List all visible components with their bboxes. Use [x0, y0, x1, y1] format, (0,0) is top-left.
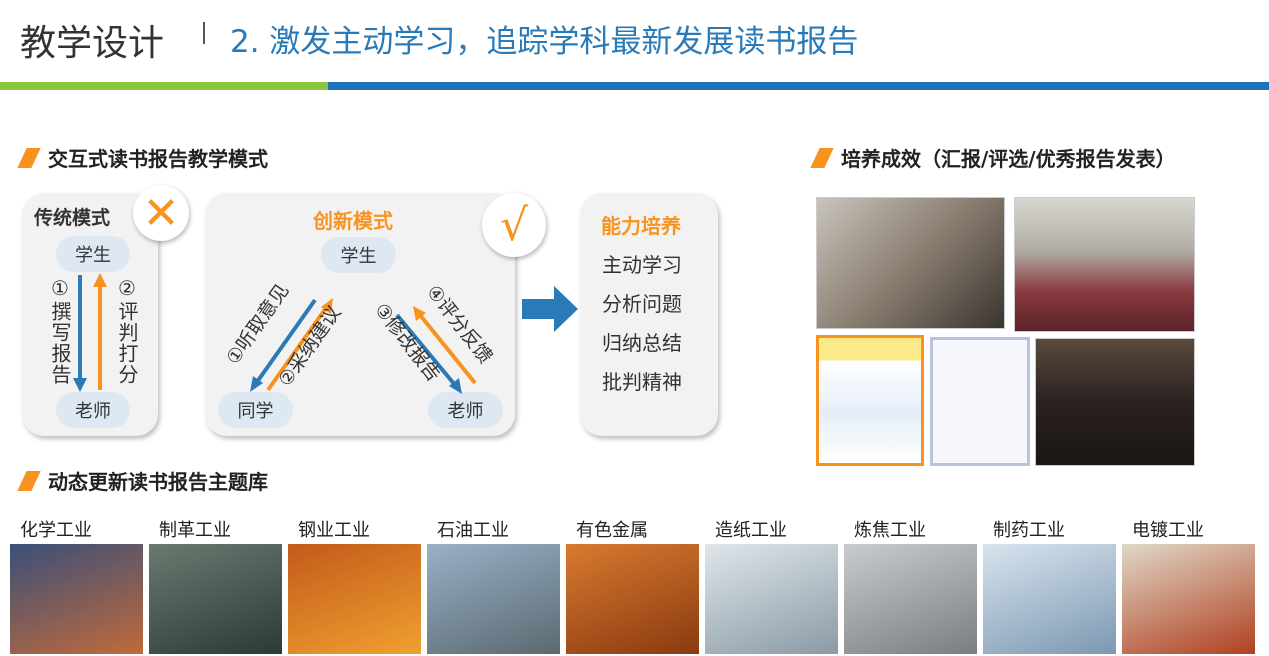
topic-image: [1122, 544, 1255, 654]
topic-image: [288, 544, 421, 654]
section-title: 动态更新读书报告主题库: [48, 470, 268, 494]
topic-label: 有色金属: [572, 516, 652, 542]
topic-tile: 制药工业: [983, 514, 1116, 654]
ability-item: 分析问题: [602, 292, 682, 316]
audience-photo: [1014, 197, 1195, 332]
topic-label: 化学工业: [16, 516, 96, 542]
topic-tile: 有色金属: [566, 514, 699, 654]
topic-tile: 制革工业: [149, 514, 282, 654]
abilities-title: 能力培养: [601, 214, 681, 238]
ability-item: 主动学习: [602, 253, 682, 277]
page-title: 教学设计: [20, 23, 165, 64]
header-bar-green: [0, 82, 328, 90]
step-write-report: ①撰写报告: [48, 276, 72, 385]
topic-image: [983, 544, 1116, 654]
section-heading-topics: 动态更新读书报告主题库: [17, 466, 268, 495]
topic-image: [566, 544, 699, 654]
section-heading-results: 培养成效（汇报/评选/优秀报告发表）: [810, 143, 1176, 172]
traditional-mode-title: 传统模式: [34, 207, 111, 229]
section-title: 交互式读书报告教学模式: [48, 147, 268, 171]
teacher-node: 老师: [56, 392, 130, 428]
abilities-list: 主动学习 分析问题 归纳总结 批判精神: [602, 246, 682, 402]
topic-image: [10, 544, 143, 654]
innovative-mode-title: 创新模式: [313, 209, 393, 233]
topic-label: 钢业工业: [294, 516, 374, 542]
page-subtitle: 2. 激发主动学习，追踪学科最新发展读书报告: [230, 24, 859, 60]
traditional-arrows: [73, 273, 107, 392]
topic-tile: 化学工业: [10, 514, 143, 654]
topic-label: 石油工业: [433, 516, 513, 542]
student-node: 学生: [321, 237, 396, 273]
abilities-panel: [580, 193, 718, 436]
check-icon: √: [482, 193, 546, 257]
innovative-arrows: [250, 298, 477, 394]
topic-tile: 电镀工业: [1122, 514, 1255, 654]
topic-image: [844, 544, 977, 654]
slash-icon: [810, 147, 834, 168]
topic-label: 制革工业: [155, 516, 235, 542]
right-arrow-icon: [522, 286, 578, 332]
topic-label: 炼焦工业: [850, 516, 930, 542]
ability-item: 批判精神: [602, 370, 682, 394]
header-bar-blue: [328, 82, 1269, 90]
peer-node: 同学: [218, 392, 293, 428]
topic-tile: 钢业工业: [288, 514, 421, 654]
certificate-image: [930, 337, 1030, 466]
section-heading-mode: 交互式读书报告教学模式: [17, 143, 268, 172]
topic-label: 造纸工业: [711, 516, 791, 542]
cross-icon: ✕: [133, 185, 189, 241]
section-title: 培养成效（汇报/评选/优秀报告发表）: [841, 147, 1176, 171]
slash-icon: [17, 470, 41, 491]
topic-image: [705, 544, 838, 654]
topic-tile: 炼焦工业: [844, 514, 977, 654]
topic-label: 电镀工业: [1128, 516, 1208, 542]
presentation-photo: [816, 197, 1005, 329]
topic-image: [149, 544, 282, 654]
topic-tile: 石油工业: [427, 514, 560, 654]
step-grade: ②评判打分: [115, 276, 139, 385]
journal-cover-image: [816, 335, 924, 466]
slash-icon: [17, 147, 41, 168]
ability-item: 归纳总结: [602, 331, 682, 355]
award-ceremony-photo: [1035, 338, 1195, 466]
topic-label: 制药工业: [989, 516, 1069, 542]
teacher-node: 老师: [428, 392, 503, 428]
student-node: 学生: [56, 236, 130, 272]
topic-image: [427, 544, 560, 654]
topic-tile: 造纸工业: [705, 514, 838, 654]
title-divider: [203, 22, 205, 44]
